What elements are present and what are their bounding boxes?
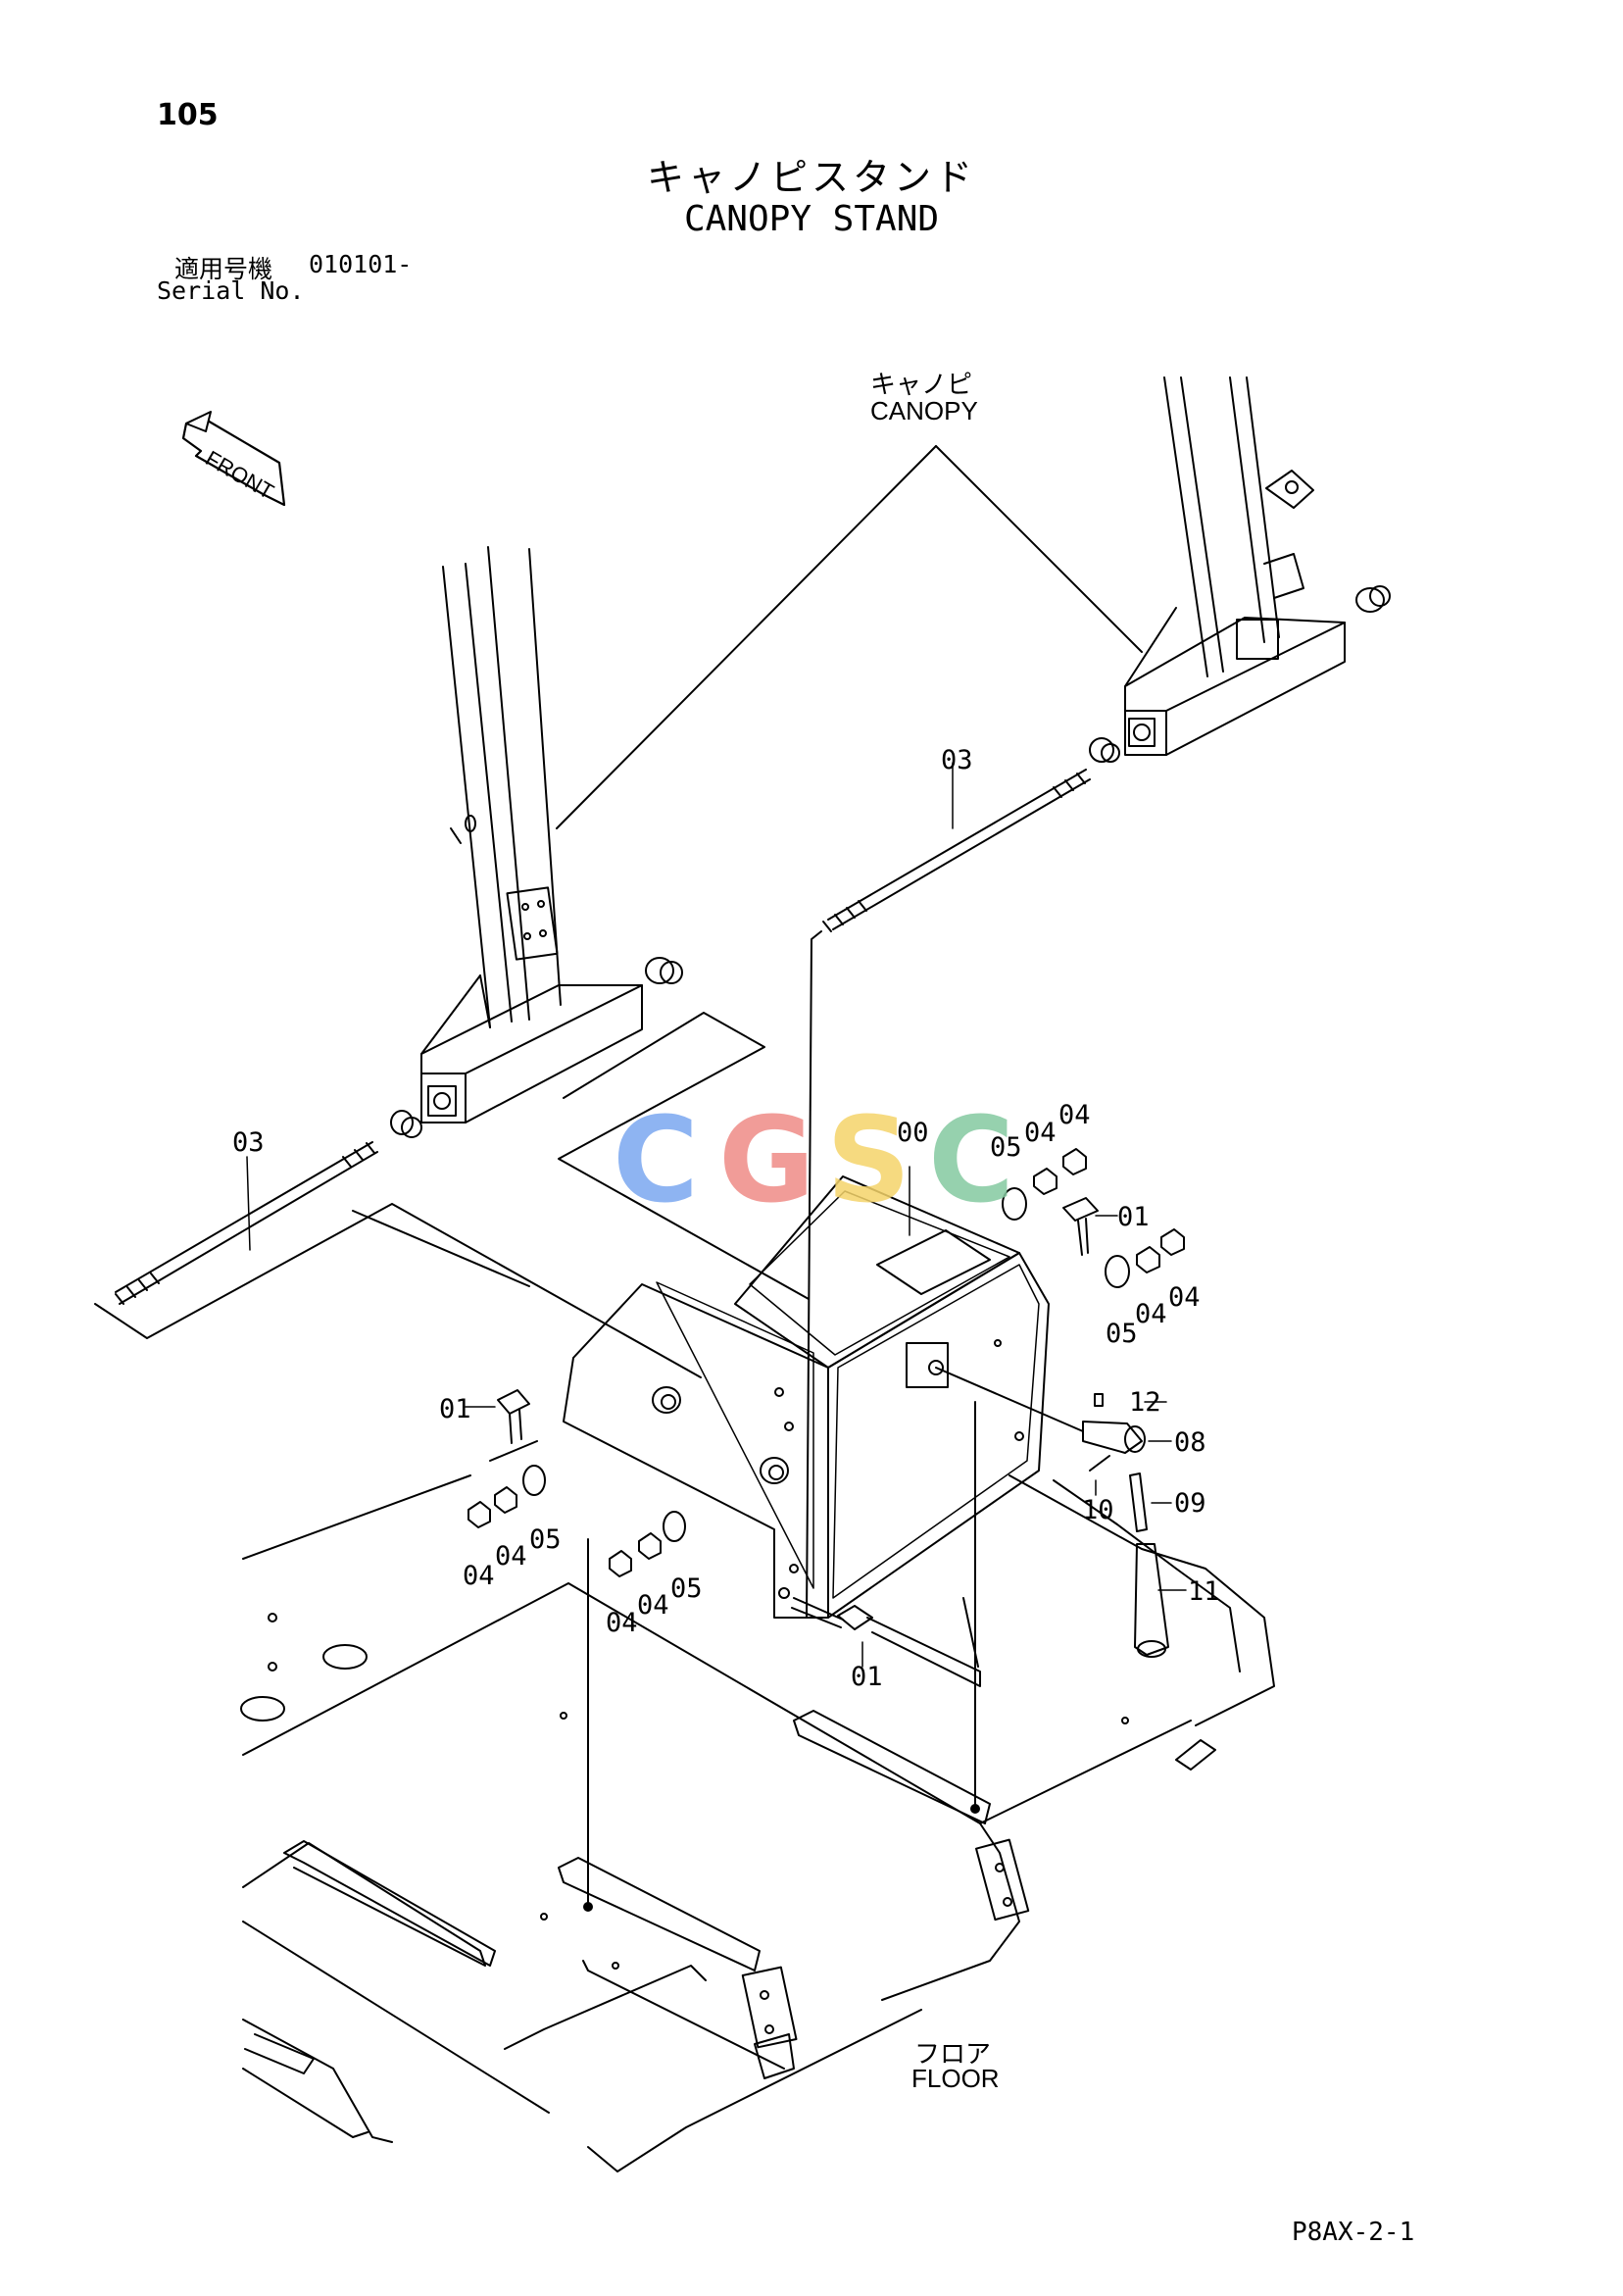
callout-04: 04 [1135,1299,1167,1329]
bolts [498,1198,1098,1629]
callout-11: 11 [1188,1576,1220,1607]
floor-label: FLOOR [911,2064,1000,2093]
callout-04: 04 [606,1608,638,1638]
callout-leaders [247,763,1186,1667]
callout-04: 04 [495,1541,527,1572]
canopy-stand-bracket [564,1176,1049,1618]
callout-08: 08 [1174,1427,1206,1458]
callout-00: 00 [897,1118,929,1148]
callout-04: 04 [1024,1118,1057,1148]
bolt-lower [792,1598,872,1629]
front-arrow-icon: FRONT [183,412,284,505]
watermark-letter: S [826,1098,910,1216]
callout-12: 12 [1129,1387,1161,1418]
callout-04: 04 [637,1590,669,1621]
watermark-letter: C [928,1098,1014,1216]
canopy-leader-lines [557,446,1142,828]
page-number: 105 [157,98,219,132]
serial-label: Serial No. [157,276,305,305]
canopy-label-japanese: キャノピ [870,370,973,399]
callout-05: 05 [990,1132,1022,1163]
watermark-letter: C [613,1098,699,1216]
serial-number-value: 010101- [309,250,413,278]
page-title-japanese: キャノピスタンド [646,156,976,199]
callout-01: 01 [851,1662,883,1692]
floor-frame [241,1402,1274,2171]
watermark-logo: C G S C [613,1098,1014,1216]
callout-04: 04 [1168,1282,1201,1313]
canopy-label: CANOPY [870,396,978,425]
floor-label-japanese: フロア [914,2039,992,2069]
threaded-rod-lower [116,1142,377,1304]
callout-09: 09 [1174,1488,1206,1519]
nuts-and-washers [468,1149,1184,1576]
callout-05: 05 [670,1573,703,1604]
callout-01: 01 [1117,1202,1150,1232]
threaded-rod-upper [823,770,1090,931]
callout-05: 05 [1106,1319,1138,1349]
collar-bushings [391,738,1119,1137]
serial-label-japanese: 適用号機 [174,255,273,283]
callout-03: 03 [941,745,973,775]
callout-04: 04 [463,1561,495,1591]
bolt-upper-right [1063,1198,1098,1255]
callout-03: 03 [232,1127,265,1158]
document-code: P8AX-2-1 [1292,2218,1415,2247]
left-canopy-post [421,547,642,1123]
callout-10: 10 [1082,1495,1114,1525]
assembly-guide-lines [95,931,821,1618]
callout-01: 01 [439,1394,471,1424]
page-title: CANOPY STAND [683,199,940,239]
watermark-letter: G [718,1098,815,1216]
pin-assembly [936,1368,1168,1657]
right-canopy-post [1125,377,1390,755]
floor-rail [867,1618,980,1686]
callout-04: 04 [1058,1100,1091,1130]
callout-05: 05 [529,1524,562,1555]
bolt-left [498,1390,529,1443]
